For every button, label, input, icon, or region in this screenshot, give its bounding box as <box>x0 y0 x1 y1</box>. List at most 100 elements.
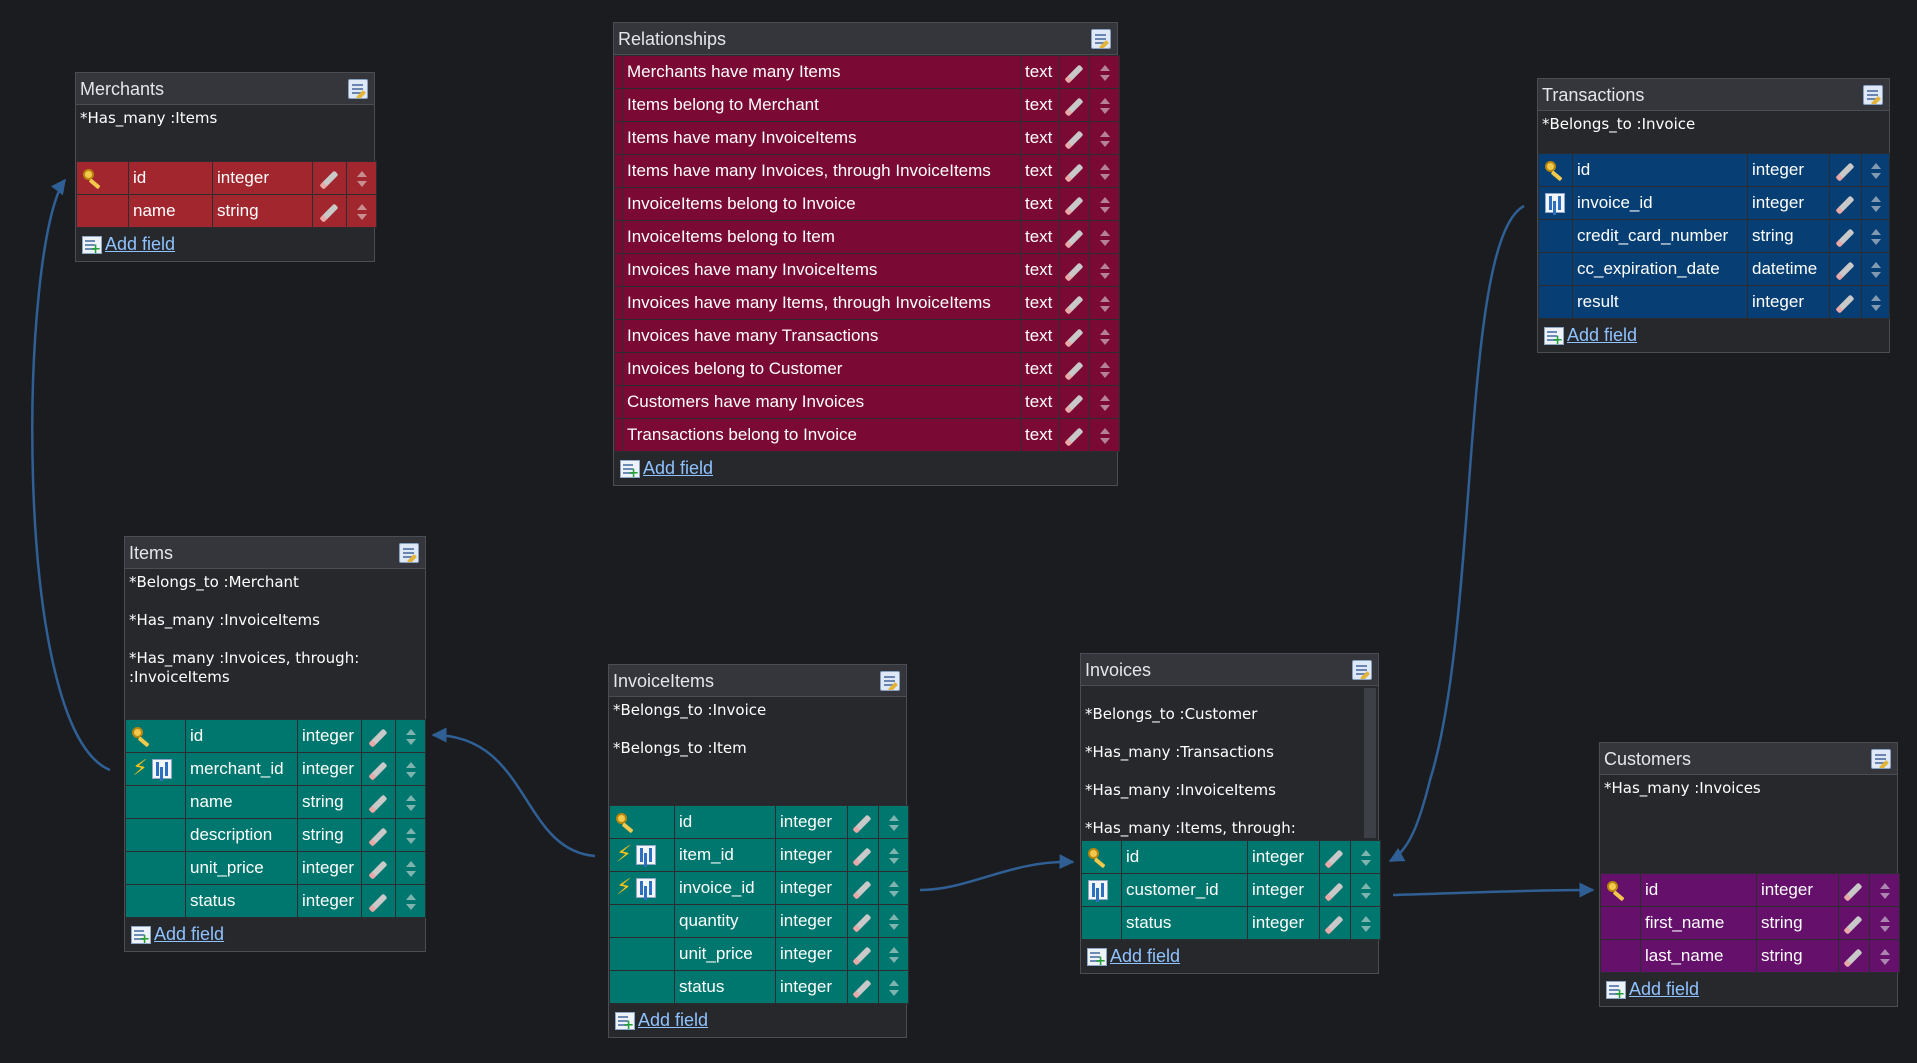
pencil-icon[interactable] <box>1326 882 1344 900</box>
pencil-icon[interactable] <box>1066 394 1083 412</box>
pencil-icon[interactable] <box>854 946 872 964</box>
reorder-icon[interactable] <box>1099 262 1111 280</box>
edit-table-icon[interactable] <box>399 543 419 563</box>
reorder-cell[interactable] <box>1089 352 1120 386</box>
edit-field-cell[interactable] <box>361 884 396 918</box>
edit-field-cell[interactable] <box>1059 253 1090 287</box>
field-name[interactable]: Items have many Invoices, through Invoic… <box>622 154 1021 188</box>
pencil-icon[interactable] <box>854 847 872 865</box>
pencil-icon[interactable] <box>1066 262 1083 280</box>
reorder-icon[interactable] <box>405 761 417 779</box>
pencil-icon[interactable] <box>854 979 872 997</box>
edit-field-cell[interactable] <box>1829 219 1862 253</box>
pencil-icon[interactable] <box>1326 849 1344 867</box>
reorder-icon[interactable] <box>888 946 900 964</box>
pencil-icon[interactable] <box>1066 196 1083 214</box>
reorder-icon[interactable] <box>405 827 417 845</box>
edit-table-icon[interactable] <box>1871 749 1891 769</box>
reorder-icon[interactable] <box>1099 130 1111 148</box>
reorder-cell[interactable] <box>395 884 426 918</box>
field-type[interactable]: integer <box>775 937 848 971</box>
invoices-table-header[interactable]: Invoices <box>1081 654 1378 686</box>
reorder-cell[interactable] <box>395 785 426 819</box>
pencil-icon[interactable] <box>1837 294 1854 312</box>
reorder-icon[interactable] <box>888 880 900 898</box>
invoiceitems-table-header[interactable]: InvoiceItems <box>609 665 906 697</box>
pencil-icon[interactable] <box>1837 195 1854 213</box>
pencil-icon[interactable] <box>1837 228 1854 246</box>
pencil-icon[interactable] <box>370 827 387 845</box>
reorder-cell[interactable] <box>878 970 909 1004</box>
field-type[interactable]: integer <box>775 970 848 1004</box>
reorder-icon[interactable] <box>356 203 368 221</box>
relationships-table-header[interactable]: Relationships <box>614 23 1117 55</box>
field-name[interactable]: description <box>185 818 298 852</box>
field-type[interactable]: integer <box>775 871 848 905</box>
reorder-cell[interactable] <box>1089 286 1120 320</box>
reorder-icon[interactable] <box>1879 915 1891 933</box>
edit-field-cell[interactable] <box>1829 186 1862 220</box>
pencil-icon[interactable] <box>370 893 387 911</box>
field-type[interactable]: string <box>297 818 362 852</box>
reorder-icon[interactable] <box>1360 849 1372 867</box>
pencil-icon[interactable] <box>1066 64 1083 82</box>
reorder-cell[interactable] <box>395 719 426 753</box>
edit-field-cell[interactable] <box>1059 319 1090 353</box>
reorder-icon[interactable] <box>888 847 900 865</box>
reorder-cell[interactable] <box>395 851 426 885</box>
field-name[interactable]: id <box>1640 873 1757 907</box>
field-name[interactable]: credit_card_number <box>1572 219 1748 253</box>
field-name[interactable]: invoice_id <box>1572 186 1748 220</box>
field-name[interactable]: name <box>185 785 298 819</box>
field-type[interactable]: text <box>1020 286 1060 320</box>
edit-field-cell[interactable] <box>1319 873 1351 907</box>
pencil-icon[interactable] <box>1837 162 1854 180</box>
field-type[interactable]: integer <box>297 752 362 786</box>
field-type[interactable]: string <box>212 194 313 228</box>
pencil-icon[interactable] <box>1066 427 1083 445</box>
edit-field-cell[interactable] <box>312 161 347 195</box>
edit-field-cell[interactable] <box>361 752 396 786</box>
reorder-cell[interactable] <box>1089 253 1120 287</box>
pencil-icon[interactable] <box>1066 163 1083 181</box>
field-name[interactable]: id <box>1572 153 1748 187</box>
pencil-icon[interactable] <box>1066 328 1083 346</box>
field-name[interactable]: unit_price <box>185 851 298 885</box>
reorder-cell[interactable] <box>1089 88 1120 122</box>
reorder-icon[interactable] <box>1099 295 1111 313</box>
field-name[interactable]: quantity <box>674 904 776 938</box>
field-row[interactable]: name string <box>76 194 377 228</box>
field-type[interactable]: string <box>1756 939 1839 973</box>
field-name[interactable]: id <box>1121 840 1248 874</box>
reorder-icon[interactable] <box>1360 882 1372 900</box>
field-row[interactable]: Invoices have many Items, through Invoic… <box>614 286 1120 320</box>
edit-field-cell[interactable] <box>1319 906 1351 940</box>
reorder-cell[interactable] <box>878 838 909 872</box>
pencil-icon[interactable] <box>370 794 387 812</box>
reorder-cell[interactable] <box>1350 906 1381 940</box>
field-name[interactable]: Merchants have many Items <box>622 55 1021 89</box>
field-type[interactable]: integer <box>1247 840 1320 874</box>
edit-field-cell[interactable] <box>847 871 879 905</box>
reorder-cell[interactable] <box>1089 187 1120 221</box>
field-name[interactable]: Invoices have many InvoiceItems <box>622 253 1021 287</box>
edit-field-cell[interactable] <box>1838 873 1870 907</box>
edit-field-cell[interactable] <box>847 970 879 1004</box>
field-name[interactable]: result <box>1572 285 1748 319</box>
field-type[interactable]: integer <box>775 904 848 938</box>
reorder-cell[interactable] <box>395 818 426 852</box>
reorder-icon[interactable] <box>888 979 900 997</box>
